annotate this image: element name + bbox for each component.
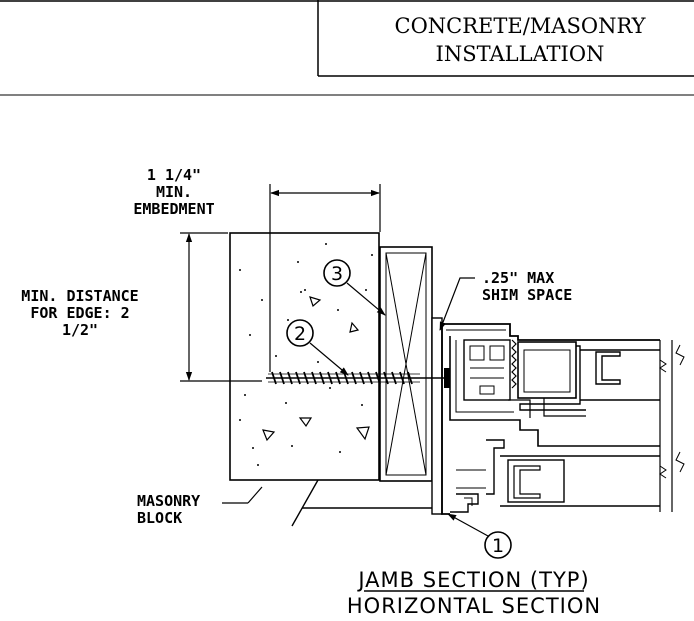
window-frame <box>441 323 685 515</box>
callout-3-circle <box>323 259 351 287</box>
wood-buck <box>379 246 443 515</box>
callout-3-number: 3 <box>331 263 343 285</box>
break-mark-2 <box>659 465 667 479</box>
screw-threads <box>271 371 413 385</box>
masonry-block-outline <box>229 232 380 481</box>
callout-2: 2 <box>286 319 349 376</box>
shim-note: .25" MAX SHIM SPACE <box>439 269 572 331</box>
lower-sash <box>507 459 565 503</box>
shim-label-2: SHIM SPACE <box>482 286 572 304</box>
glazing-bead-top <box>595 351 621 385</box>
shim-leader <box>439 277 475 331</box>
base-slab-edge <box>291 479 319 527</box>
edge-label-1: MIN. DISTANCE <box>21 287 138 305</box>
break-mark-1 <box>659 359 667 373</box>
embedment-label-1: 1 1/4" <box>147 166 201 184</box>
pile-weatherstrip <box>511 339 517 389</box>
section-title-line-2: HORIZONTAL SECTION <box>347 594 601 618</box>
masonry-label-1: MASONRY <box>137 492 200 510</box>
callout-2-circle <box>286 319 314 347</box>
shim-label-1: .25" MAX <box>482 269 554 287</box>
frame-outer-edge <box>441 324 450 515</box>
frame-mid <box>449 336 660 447</box>
aggregate-triangles <box>262 296 370 442</box>
title-line-2: INSTALLATION <box>436 42 605 66</box>
screw-head <box>444 368 450 388</box>
embedment-dimension: 1 1/4" MIN. EMBEDMENT <box>133 166 381 372</box>
edge-label-3: 1/2" <box>62 321 98 339</box>
aggregate-dots <box>239 243 373 466</box>
wood-buck-cross-b <box>385 252 427 476</box>
callout-1: 1 <box>447 513 512 559</box>
edge-distance-dimension: MIN. DISTANCE FOR EDGE: 2 1/2" <box>21 232 262 382</box>
masonry-leader <box>247 486 263 504</box>
sash-inner <box>523 349 571 393</box>
title-block: CONCRETE/MASONRY INSTALLATION <box>0 0 694 96</box>
embedment-label-2: MIN. <box>156 183 192 201</box>
masonry-note: MASONRY BLOCK <box>137 486 263 527</box>
wood-buck-inner <box>385 252 427 476</box>
masonry-label-2: BLOCK <box>137 509 182 527</box>
sash-profile <box>517 341 577 399</box>
weatherstrip-block <box>463 339 511 401</box>
edge-label-2: FOR EDGE: 2 <box>30 304 129 322</box>
masonry-block <box>229 232 432 527</box>
callout-1-number: 1 <box>492 535 504 557</box>
anchor-screw <box>266 368 450 388</box>
callout-1-circle <box>484 531 512 559</box>
frame-outer-top <box>442 323 660 341</box>
lower-frame-leg <box>486 439 505 495</box>
section-title: JAMB SECTION (TYP) HORIZONTAL SECTION <box>347 568 601 618</box>
callout-3-leader <box>346 282 386 316</box>
embedment-label-3: EMBEDMENT <box>133 200 214 218</box>
title-line-1: CONCRETE/MASONRY <box>395 14 647 38</box>
callout-2-number: 2 <box>294 323 306 345</box>
callout-2-leader <box>309 342 349 376</box>
section-title-line-1: JAMB SECTION (TYP) <box>356 568 589 592</box>
shim-space <box>431 317 443 515</box>
callout-3: 3 <box>323 259 386 316</box>
callout-1-leader <box>447 513 489 537</box>
